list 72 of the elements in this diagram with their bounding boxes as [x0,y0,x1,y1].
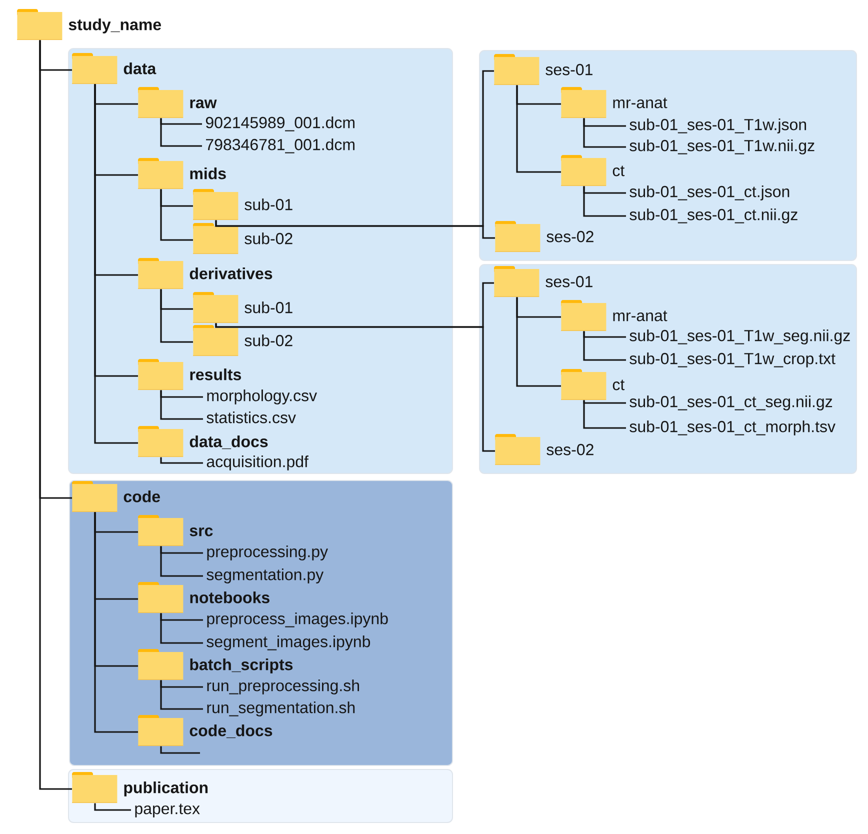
file-name: 798346781_001.dcm [206,138,354,154]
tree-line [583,186,626,217]
folder-name: sub-01 [244,198,292,210]
folder-name: study_name [68,18,161,34]
folder-name: data_docs [190,436,268,450]
file-name: statistics.csv [206,412,296,424]
file-name: sub-01_ses-01_T1w.nii.gz [630,140,814,154]
file-name: run_preprocessing.sh [207,680,359,694]
folder-name: sub-01 [244,302,292,314]
folder-name: src [190,527,213,536]
folder-name: mids [190,168,226,180]
folder-name: ses-01 [546,276,592,288]
file-name: morphology.csv [207,390,317,404]
panel [479,264,857,474]
file-name: preprocess_images.ipynb [207,612,388,628]
folder-name: ses-01 [546,64,592,76]
folder-name: notebooks [190,592,270,604]
folder-name: mr-anat [613,310,668,322]
tree-line [215,323,495,452]
tree-line [94,803,131,811]
folder-name: ses-02 [546,230,594,242]
tree-line [94,84,138,444]
folder-name: mr-anat [613,98,668,108]
tree-line [160,613,203,644]
tree-line [39,40,72,790]
tree-line [160,457,203,464]
tree-line [160,746,200,754]
panel [68,769,453,823]
tree-line [583,331,626,361]
tree-line [583,400,626,429]
tree-line [160,680,203,710]
file-name: sub-01_ses-01_ct_seg.nii.gz [630,396,832,410]
folder-name: sub-02 [244,334,292,346]
tree-line [516,297,561,387]
folder-name: derivatives [190,268,272,280]
file-name: segment_images.ipynb [206,636,370,650]
folder-name: code [124,490,160,502]
folder-name: raw [190,99,217,108]
folder-name: sub-02 [244,232,292,244]
folder-name: ct [612,166,625,176]
tree-line [583,400,626,404]
tree-line [583,118,626,148]
file-name: sub-01_ses-01_ct.nii.gz [630,208,798,224]
file-name: sub-01_ses-01_T1w_seg.nii.gz [630,330,850,344]
file-name: sub-01_ses-01_ct.json [630,186,790,200]
folder-name: ses-02 [546,444,594,456]
tree-line [160,390,203,420]
folder-name: batch_scripts [190,658,293,674]
tree-line [215,220,495,239]
file-name: sub-01_ses-01_T1w.json [630,118,806,134]
tree-line [160,189,193,241]
file-name: preprocessing.py [207,546,328,560]
file-name: segmentation.py [206,568,324,584]
file-name: paper.tex [135,804,200,818]
folder-name: ct [612,380,625,390]
file-name: sub-01_ses-01_T1w_crop.txt [630,352,836,368]
folder-name: code_docs [190,724,272,738]
file-name: acquisition.pdf [206,456,308,470]
tree-line [160,546,203,577]
tree-line [160,289,193,343]
folder-name: publication [124,782,208,796]
file-name: sub-01_ses-01_ct_morph.tsv [630,420,836,436]
folder-name: data [124,62,156,74]
tree-line [160,118,202,147]
tree-line [516,85,561,173]
panel [68,48,453,474]
file-name: 902145989_001.dcm [206,116,354,132]
folder-name: results [190,368,241,380]
file-name: run_segmentation.sh [207,702,355,716]
panel [479,50,857,261]
tree-line [94,512,138,733]
panel [69,480,453,766]
